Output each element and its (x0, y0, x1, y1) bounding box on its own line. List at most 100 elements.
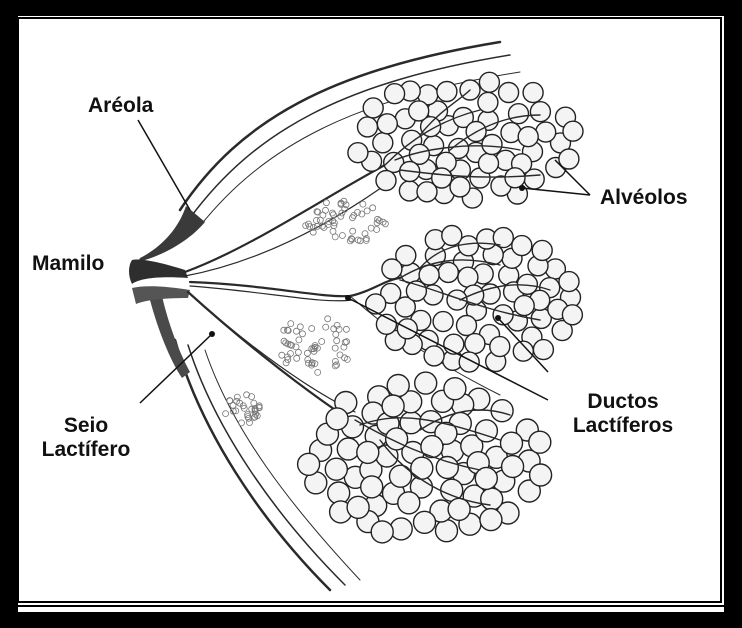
alveolus (513, 341, 533, 361)
faint-alveolus (321, 225, 327, 231)
alveolus (432, 168, 452, 188)
alveolus (458, 267, 478, 287)
alveolus (382, 395, 404, 417)
seio-label: Seio Lactífero (36, 414, 136, 462)
faint-alveolus (315, 369, 321, 375)
alveolus (387, 375, 409, 397)
faint-alveolus (343, 326, 349, 332)
alveolus (382, 259, 402, 279)
seio-label-line2: Lactífero (36, 438, 136, 462)
alveolus (448, 498, 470, 520)
faint-alveolus (234, 394, 240, 400)
alveolos-label: Alvéolos (600, 186, 688, 210)
alveolus (411, 457, 433, 479)
alveolus (415, 372, 437, 394)
alveolus (493, 305, 513, 325)
alveolus (401, 263, 421, 283)
faint-alveolus (244, 392, 250, 398)
alveolus (562, 305, 582, 325)
faint-alveolus (355, 237, 361, 243)
faint-alveolus (360, 201, 366, 207)
alveolus (325, 458, 347, 480)
alveolus (424, 346, 444, 366)
alveolus (459, 352, 479, 372)
faint-alveolus (323, 324, 329, 330)
alveolus (414, 511, 436, 533)
alveoli-clusters (298, 72, 583, 543)
alveolus (559, 272, 579, 292)
alveolus (419, 265, 439, 285)
alveolus (533, 340, 553, 360)
faint-alveolus (368, 225, 374, 231)
faint-alveolus (309, 326, 315, 332)
faint-alveolus (297, 324, 303, 330)
alveolus (514, 296, 534, 316)
faint-alveolus (223, 411, 229, 417)
alveolus (529, 431, 551, 453)
alveolus (523, 83, 543, 103)
alveolus (481, 488, 503, 510)
faint-alveolus (288, 321, 294, 327)
faint-alveolus (281, 327, 287, 333)
faint-alveolus (296, 337, 302, 343)
seio-label-line1: Seio (36, 414, 136, 438)
faint-alveolus (294, 355, 300, 361)
alveolus (518, 127, 538, 147)
alveolus (437, 82, 457, 102)
faint-alveolus (323, 207, 329, 213)
alveolus (385, 84, 405, 104)
alveolus (361, 476, 383, 498)
faint-alveolus (246, 415, 252, 421)
alveolus (363, 98, 383, 118)
ductos-label-line2: Lactíferos (558, 414, 688, 438)
faint-alveolus (300, 331, 306, 337)
alveolus (536, 122, 556, 142)
alveolus (465, 334, 485, 354)
alveolus (480, 509, 502, 531)
alveolus (371, 521, 393, 543)
alveolus (530, 102, 550, 122)
faint-alveolus (370, 205, 376, 211)
faint-alveolus (332, 358, 338, 364)
alveolus (433, 312, 453, 332)
faint-alveolus (247, 420, 253, 426)
faint-alveolus (337, 352, 343, 358)
alveolus (390, 465, 412, 487)
faint-alveolus (334, 338, 340, 344)
alveolus (509, 104, 529, 124)
nipple-shape (129, 259, 190, 304)
alveolus (366, 294, 386, 314)
faint-alveolus (323, 200, 329, 206)
alveolus (444, 378, 466, 400)
alveolus (530, 464, 552, 486)
alveolus (450, 177, 470, 197)
faint-alveolus (325, 316, 331, 322)
alveolus (298, 453, 320, 475)
alveolus (475, 467, 497, 489)
faint-alveolus (339, 233, 345, 239)
faint-alveolus (375, 216, 381, 222)
alveolus (505, 168, 525, 188)
areola-label: Aréola (88, 94, 153, 118)
faint-alveolus (347, 238, 353, 244)
mamilo-label: Mamilo (32, 252, 104, 276)
alveolus (532, 240, 552, 260)
faint-alveolus (279, 352, 285, 358)
faint-alveolus (251, 400, 257, 406)
alveolus (482, 135, 502, 155)
faint-alveolus (319, 339, 325, 345)
faint-alveolus (239, 420, 245, 426)
alveolus (357, 441, 379, 463)
alveolus (501, 432, 523, 454)
faint-alveolus (332, 345, 338, 351)
alveolus (348, 143, 368, 163)
faint-alveolus (317, 217, 323, 223)
faint-alveolus (332, 234, 338, 240)
alveolus (438, 262, 458, 282)
alveolus (398, 492, 420, 514)
faint-lobules (223, 198, 389, 426)
alveolus (376, 171, 396, 191)
alveolus (479, 153, 499, 173)
faint-alveolus (333, 331, 339, 337)
